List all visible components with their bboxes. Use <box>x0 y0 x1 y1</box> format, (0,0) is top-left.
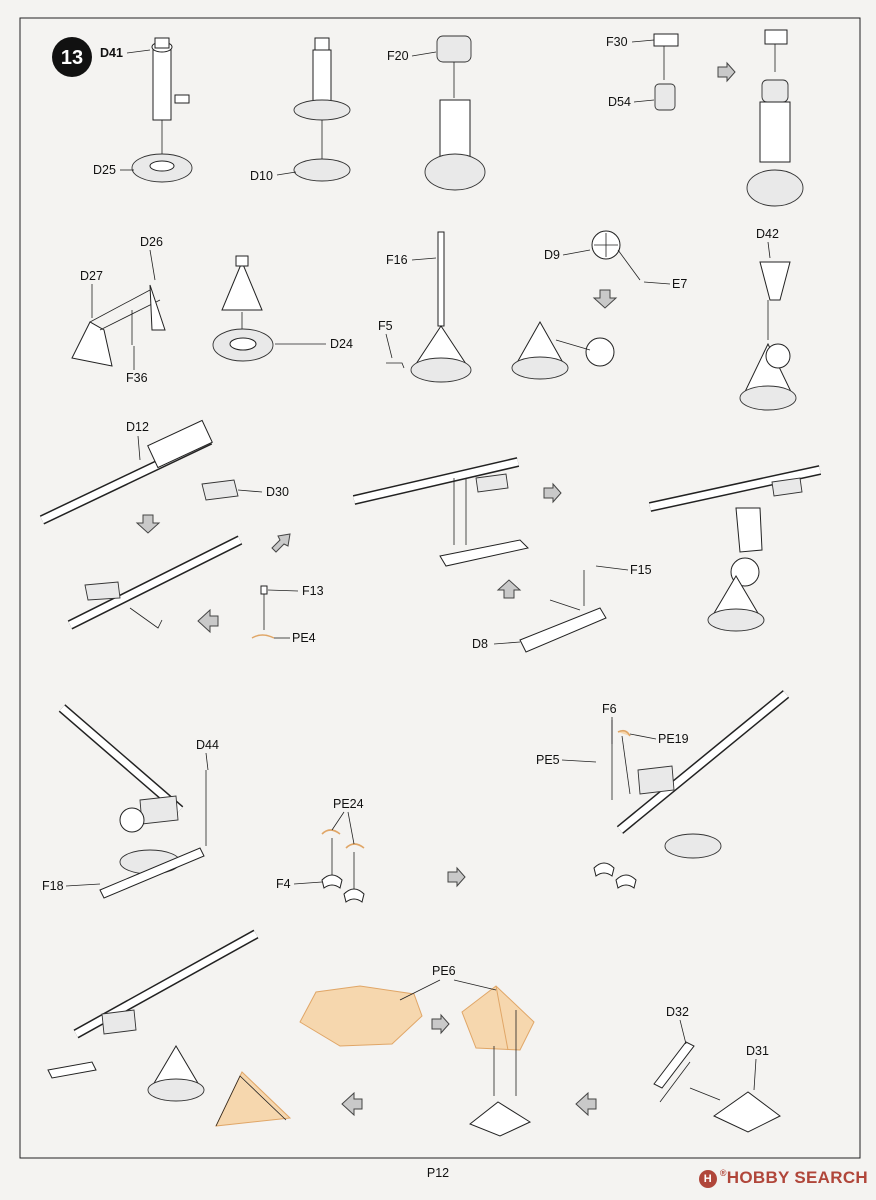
label-F5: F5 <box>378 319 393 333</box>
watermark-text: HOBBY SEARCH <box>726 1168 868 1187</box>
assembly-pe6-shield <box>299 985 423 1047</box>
label-F20: F20 <box>387 49 409 63</box>
label-D25: D25 <box>93 163 116 177</box>
flow-arrow-right-4 <box>431 1014 450 1034</box>
assembly-cone-handwheel <box>511 320 615 380</box>
label-D31: D31 <box>746 1044 769 1058</box>
assembly-cone-base <box>212 255 274 362</box>
label-F4: F4 <box>276 877 291 891</box>
label-F6: F6 <box>602 702 617 716</box>
assembly-barrel-1 <box>39 419 239 525</box>
assembly-pedestal-1 <box>131 37 193 183</box>
label-F30: F30 <box>606 35 628 49</box>
label-D30: D30 <box>266 485 289 499</box>
assembly-pedestal-2 <box>293 37 351 182</box>
assembly-cone-rod <box>386 231 472 383</box>
flow-arrow-down-1 <box>592 289 618 309</box>
assembly-elevation-bracket <box>653 33 679 111</box>
page-border <box>19 17 861 1159</box>
label-D42: D42 <box>756 227 779 241</box>
label-F36: F36 <box>126 371 148 385</box>
label-E7: E7 <box>672 277 687 291</box>
flow-arrow-left-3 <box>575 1091 597 1117</box>
assembly-pedestal-complete <box>746 29 804 207</box>
assembly-gun-d44 <box>58 704 207 899</box>
assembly-grip <box>251 585 275 639</box>
flow-arrow-right-1 <box>717 62 736 82</box>
label-D41: D41 <box>100 46 123 60</box>
assembly-cradle <box>519 570 607 653</box>
label-D26: D26 <box>140 235 163 249</box>
flow-arrow-up-1 <box>496 579 522 599</box>
assembly-pe6-folded <box>461 985 535 1137</box>
step-number: 13 <box>61 47 83 69</box>
label-D10: D10 <box>250 169 273 183</box>
label-D8: D8 <box>472 637 488 651</box>
assembly-cradle-stand <box>739 261 797 411</box>
label-F18: F18 <box>42 879 64 893</box>
assembly-pedestal-3 <box>424 35 486 191</box>
assembly-gun-on-stand <box>648 465 822 632</box>
flow-arrow-right-2 <box>543 483 562 503</box>
assembly-gun-pe-details <box>593 690 790 889</box>
label-D27: D27 <box>80 269 103 283</box>
label-PE4: PE4 <box>292 631 316 645</box>
label-D9: D9 <box>544 248 560 262</box>
assembly-cone-arm <box>71 284 166 367</box>
flow-arrow-left-2 <box>341 1091 363 1117</box>
assembly-pe24-clamps <box>321 829 365 903</box>
flow-arrow-right-3 <box>447 867 466 887</box>
label-D54: D54 <box>608 95 631 109</box>
label-D44: D44 <box>196 738 219 752</box>
flow-arrow-diag-1 <box>271 533 291 553</box>
label-PE19: PE19 <box>658 732 689 746</box>
label-D32: D32 <box>666 1005 689 1019</box>
watermark-tm: ® <box>719 1168 727 1178</box>
flow-arrow-left-1 <box>197 608 219 634</box>
label-PE24: PE24 <box>333 797 364 811</box>
label-D12: D12 <box>126 420 149 434</box>
step-badge: 13 <box>52 37 92 77</box>
watermark: H®HOBBY SEARCH <box>698 1168 868 1188</box>
label-PE5: PE5 <box>536 753 560 767</box>
assembly-handwheel <box>591 230 641 281</box>
assembly-barrel-mount <box>352 457 529 567</box>
label-PE6: PE6 <box>432 964 456 978</box>
assembly-final-gun <box>47 929 292 1127</box>
label-F13: F13 <box>302 584 324 598</box>
page-number: P12 <box>426 1166 450 1180</box>
assembly-frame-d31-d32 <box>653 1041 781 1133</box>
label-F16: F16 <box>386 253 408 267</box>
flow-arrow-down-2 <box>135 514 161 534</box>
watermark-logo: H <box>698 1170 717 1188</box>
label-D24: D24 <box>330 337 353 351</box>
label-F15: F15 <box>630 563 652 577</box>
assembly-barrel-flipped <box>67 535 243 630</box>
